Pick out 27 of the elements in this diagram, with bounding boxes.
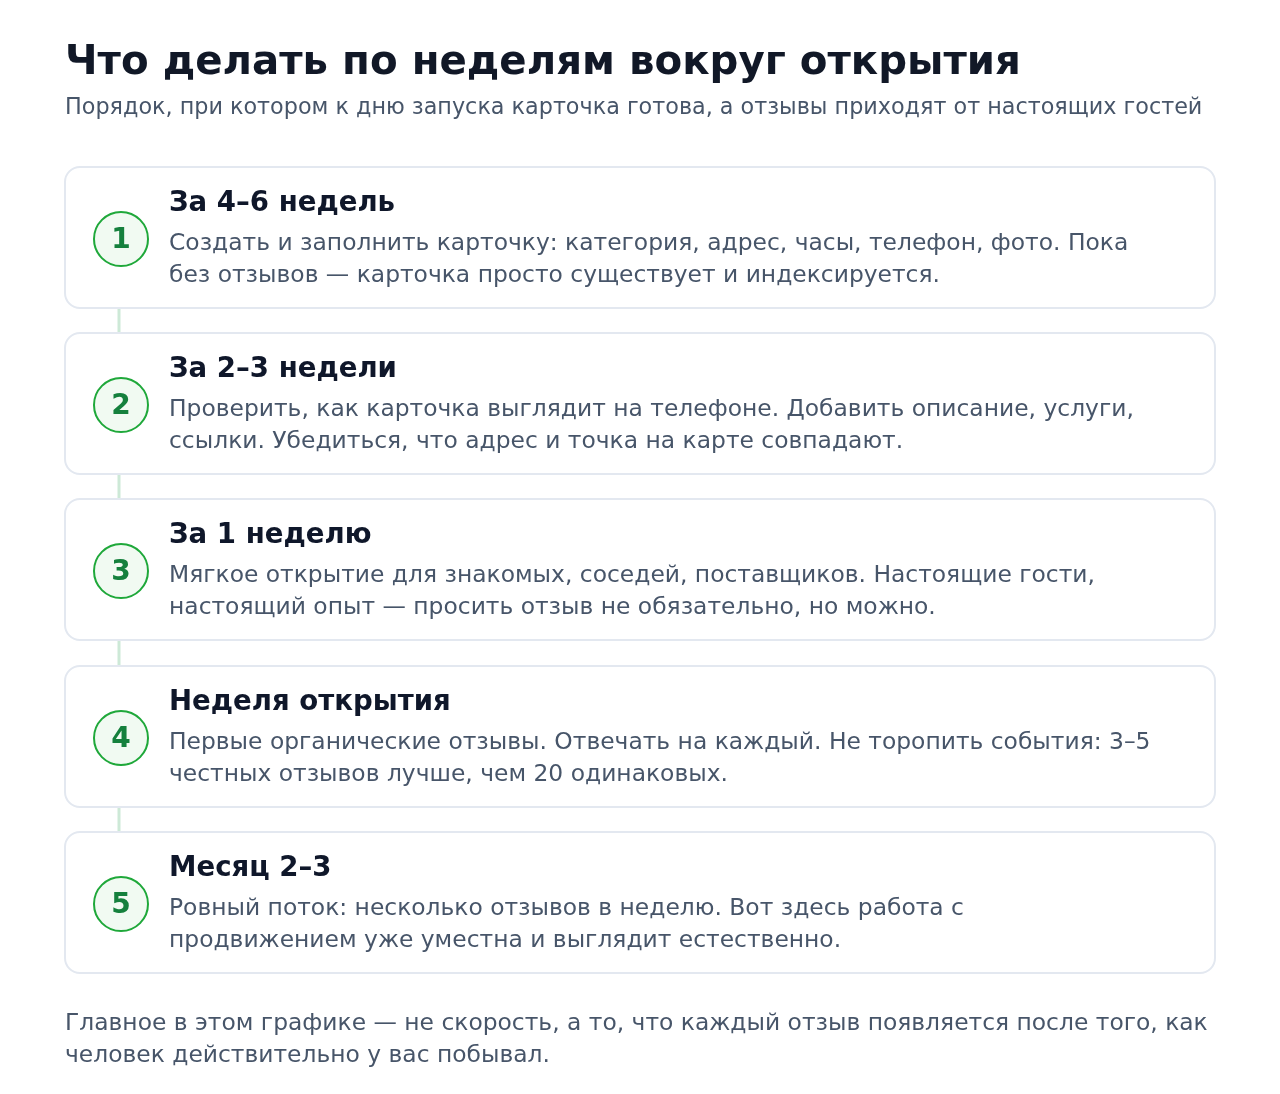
page-title: Что делать по неделям вокруг открытия — [65, 37, 1021, 85]
step-number: 3 — [93, 543, 149, 599]
step-heading: Месяц 2–3 — [169, 851, 332, 883]
connector-line — [117, 641, 121, 665]
connector-line — [117, 808, 121, 831]
step-card — [64, 498, 1216, 641]
connector-line — [117, 309, 121, 332]
subtitle: Порядок, при котором к дню запуска карточка готова, а отзывы приходят от настоящих гостей — [65, 92, 1203, 121]
step-description: Ровный поток: несколько отзывов в неделю. Вот здесь работа с продвижением уже уместна и выглядит естественно. — [169, 892, 965, 955]
step-number: 4 — [93, 710, 149, 766]
summary-note: Главное в этом графике — не скорость, а то, что каждый отзыв появляется после того, как человек действительно у вас побывал. — [65, 1007, 1209, 1070]
step-number: 1 — [93, 211, 149, 267]
step-number: 5 — [93, 876, 149, 932]
step-card — [64, 665, 1216, 808]
step-heading: За 2–3 недели — [169, 352, 397, 384]
step-description: Проверить, как карточка выглядит на телефоне. Добавить описание, услуги, ссылки. Убедиться, что адрес и точка на карте совпадают. — [169, 393, 1135, 456]
step-heading: Неделя открытия — [169, 685, 451, 717]
step-heading: За 1 неделю — [169, 518, 372, 550]
step-heading: За 4–6 недель — [169, 186, 396, 218]
step-description: Мягкое открытие для знакомых, соседей, поставщиков. Настоящие гости, настоящий опыт — просить отзыв не обязательно, но можно. — [169, 559, 1096, 622]
step-description: Создать и заполнить карточку: категория, адрес, часы, телефон, фото. Пока без отзывов — карточка просто существует и индексируется. — [169, 227, 1130, 290]
step-card — [64, 166, 1216, 309]
step-number: 2 — [93, 377, 149, 433]
connector-line — [117, 475, 121, 498]
step-description: Первые органические отзывы. Отвечать на каждый. Не торопить события: 3–5 честных отзывов лучше, чем 20 одинаковых. — [169, 726, 1152, 789]
step-card — [64, 332, 1216, 475]
step-card — [64, 831, 1216, 974]
